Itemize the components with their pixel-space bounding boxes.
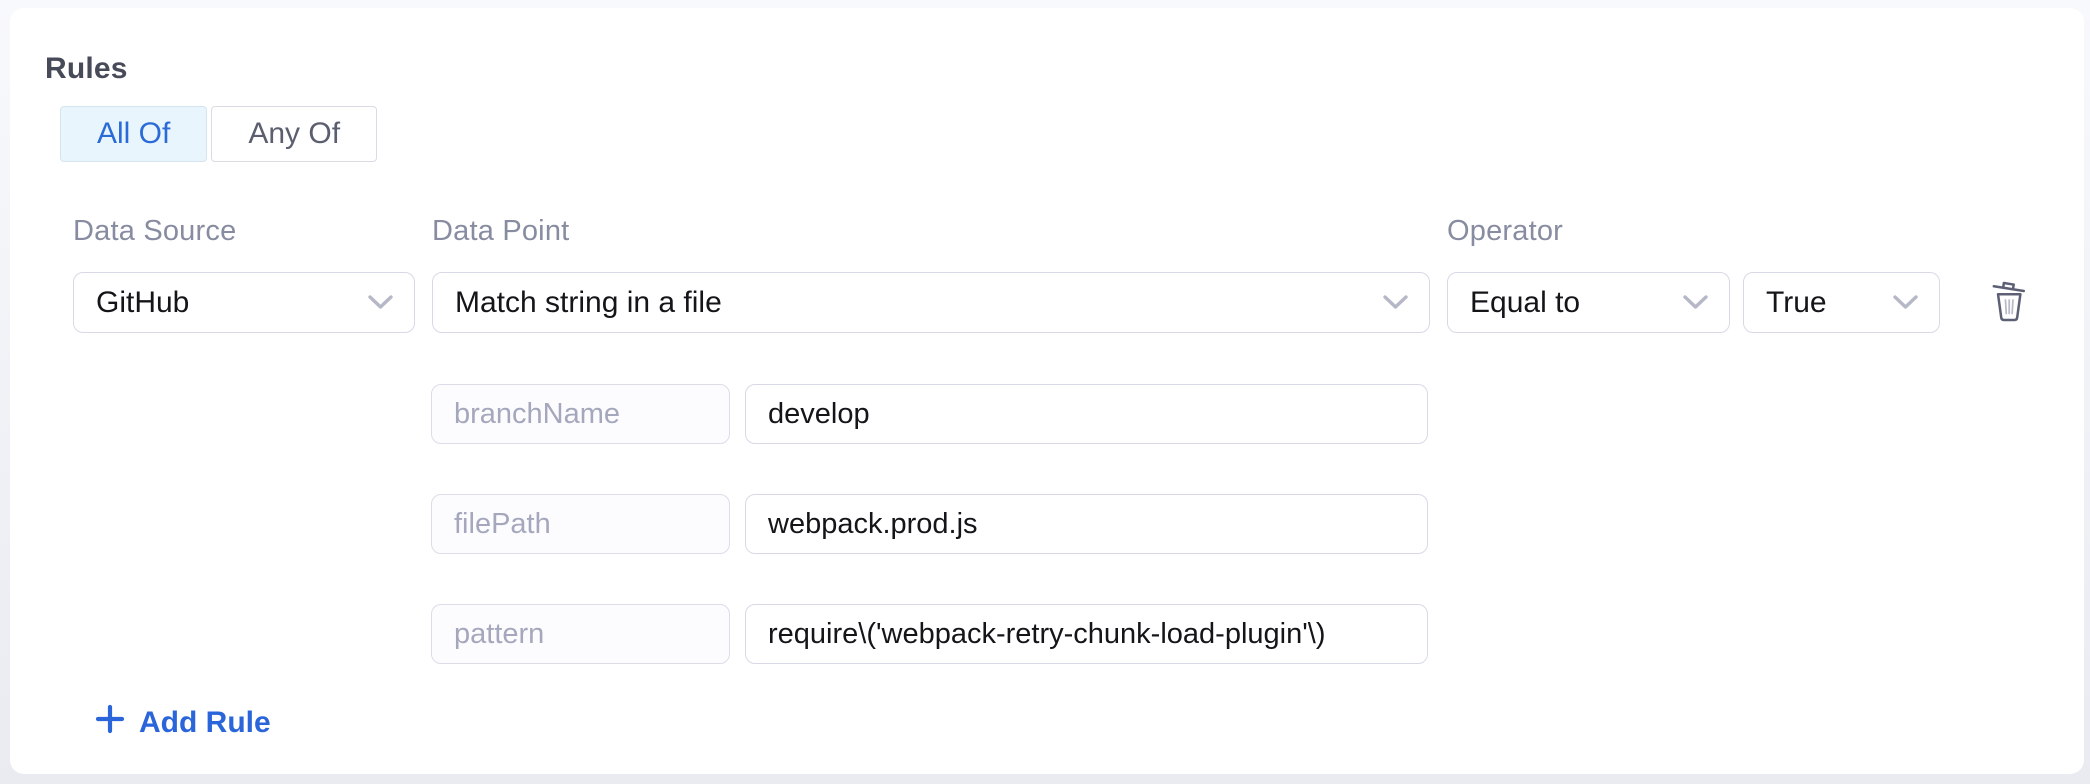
data-point-value: Match string in a file	[455, 285, 722, 319]
data-point-label: Data Point	[432, 215, 570, 247]
match-mode-toggle: All Of Any Of	[60, 106, 2084, 162]
toggle-all-of-label: All Of	[97, 117, 171, 150]
toggle-any-of[interactable]: Any Of	[211, 106, 378, 162]
param-row-filepath	[431, 494, 2084, 554]
operator-select[interactable]: Equal to	[1447, 272, 1730, 333]
toggle-all-of[interactable]: All Of	[60, 106, 208, 162]
data-source-field: Data Source GitHub	[73, 215, 415, 333]
operator-value-value: True	[1766, 285, 1827, 319]
param-row-pattern	[431, 604, 2084, 664]
rule-row: Data Source GitHub Data Point Match stri…	[73, 215, 2084, 333]
chevron-down-icon	[367, 294, 394, 311]
param-row-branchname	[431, 384, 2084, 444]
rules-card: Rules All Of Any Of Data Source GitHub D…	[10, 8, 2084, 774]
data-source-value: GitHub	[96, 285, 190, 319]
chevron-down-icon	[1682, 294, 1709, 311]
trash-icon	[1986, 278, 2032, 327]
operator-value-select[interactable]: True	[1743, 272, 1940, 333]
rules-section-title: Rules	[45, 52, 128, 85]
operator-label: Operator	[1447, 215, 1564, 247]
operator-field: Operator Equal to True	[1447, 215, 2033, 333]
chevron-down-icon	[1382, 294, 1409, 311]
rule-parameters	[431, 384, 2084, 664]
param-value-input[interactable]	[745, 384, 1428, 444]
add-rule-label: Add Rule	[139, 706, 271, 739]
chevron-down-icon	[1892, 294, 1919, 311]
param-name-field	[431, 384, 730, 444]
data-point-select[interactable]: Match string in a file	[432, 272, 1430, 333]
toggle-any-of-label: Any Of	[248, 117, 341, 150]
param-name-field	[431, 604, 730, 664]
param-name-field	[431, 494, 730, 554]
plus-icon	[95, 704, 125, 742]
data-source-select[interactable]: GitHub	[73, 272, 415, 333]
operator-value: Equal to	[1470, 285, 1581, 319]
param-value-input[interactable]	[745, 494, 1428, 554]
delete-rule-button[interactable]	[1985, 272, 2033, 333]
param-value-input[interactable]	[745, 604, 1428, 664]
data-point-field: Data Point Match string in a file	[432, 215, 1430, 333]
data-source-label: Data Source	[73, 215, 237, 247]
add-rule-button[interactable]: Add Rule	[95, 704, 271, 742]
